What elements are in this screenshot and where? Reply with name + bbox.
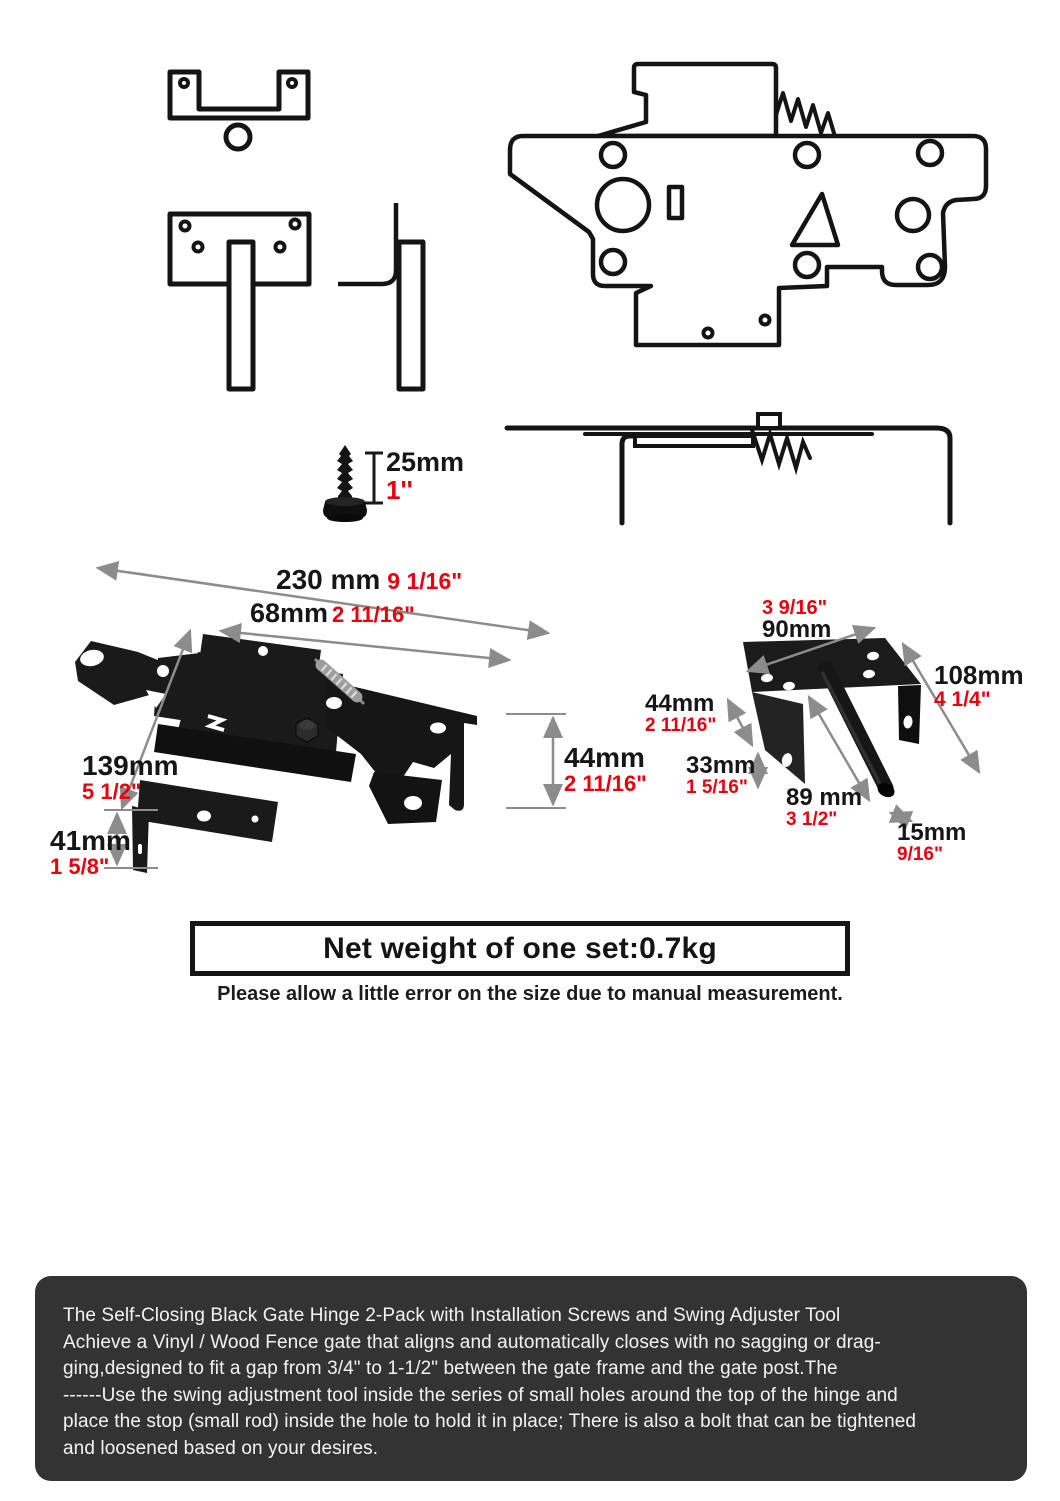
net-weight-box: Net weight of one set:0.7kg xyxy=(190,921,850,976)
description-line: The Self-Closing Black Gate Hinge 2-Pack… xyxy=(63,1305,841,1326)
description-line: ging,designed to fit a gap from 3/4" to … xyxy=(63,1358,838,1379)
l-angle-drawing xyxy=(338,203,426,392)
adjuster-bolt xyxy=(295,717,319,743)
description-line: ------Use the swing adjustment tool insi… xyxy=(63,1384,898,1406)
net-weight-text: Net weight of one set:0.7kg xyxy=(323,931,717,965)
body-slot-mark xyxy=(204,714,228,732)
side-view-drawing xyxy=(504,412,953,526)
description-line: Achieve a Vinyl / Wood Fence gate that a… xyxy=(63,1331,881,1353)
t-plate-drawing xyxy=(167,211,312,392)
description-line: and loosened based on your desires. xyxy=(63,1437,379,1459)
dim-bracket-top: 3 9/16"90mm xyxy=(762,597,832,644)
measurement-note: Please allow a little error on the size … xyxy=(217,983,843,1005)
description-panel: The Self-Closing Black Gate Hinge 2-Pack… xyxy=(35,1276,1027,1481)
u-bracket-drawing xyxy=(167,69,311,152)
description-line: place the stop (small rod) inside the ho… xyxy=(63,1411,917,1432)
screw-image xyxy=(323,445,367,522)
stop-rod xyxy=(818,660,895,798)
latch-plate-drawing xyxy=(507,61,989,348)
